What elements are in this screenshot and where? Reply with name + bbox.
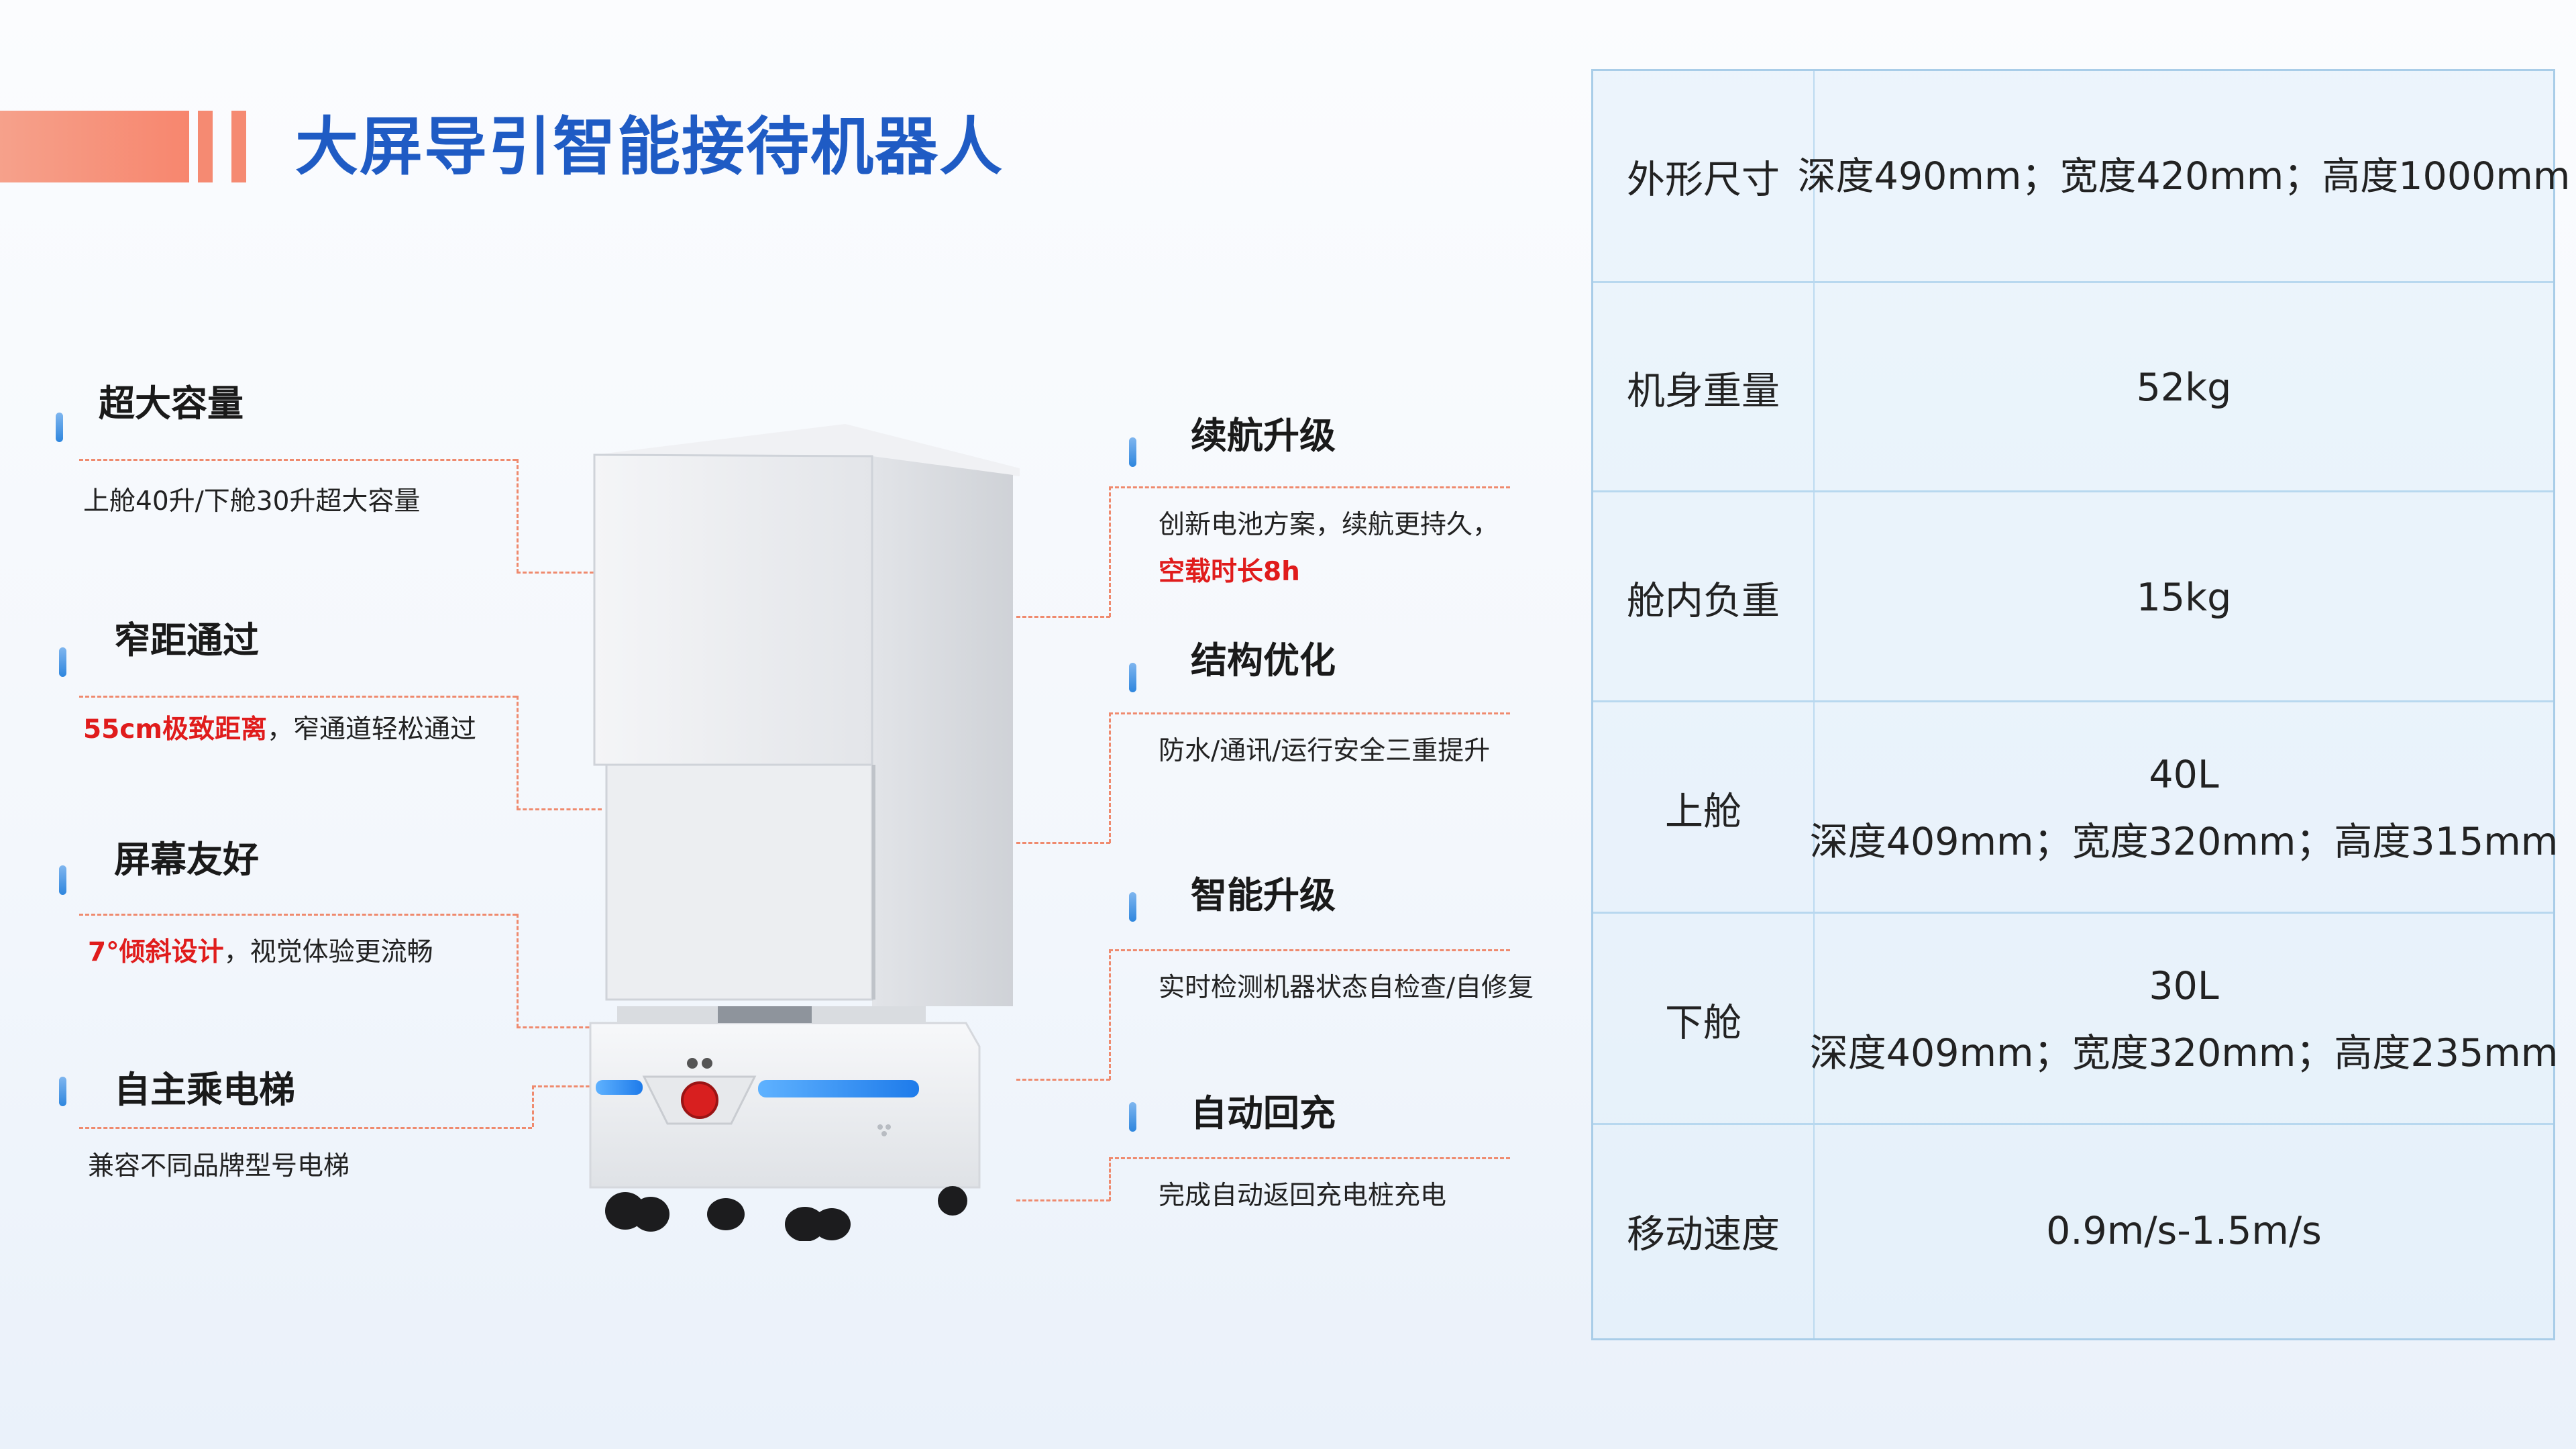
leader-line — [1109, 949, 1111, 1080]
leader-line — [532, 1085, 596, 1087]
feature-desc: 兼容不同品牌型号电梯 — [88, 1151, 350, 1181]
bullet-marker — [59, 865, 66, 895]
table-row: 上舱 40L 深度409mm；宽度320mm；高度315mm — [1593, 700, 2559, 914]
leader-line — [1109, 949, 1510, 951]
spec-value-main: 40L — [2149, 752, 2219, 797]
spec-value: 52kg — [2136, 366, 2232, 410]
leader-line — [79, 914, 517, 916]
robot-illustration — [589, 424, 1020, 1241]
header-accent-bar — [0, 111, 189, 182]
feature-title: 自主乘电梯 — [114, 1069, 295, 1111]
leader-line — [532, 1085, 534, 1127]
feature-desc: 7°倾斜设计，视觉体验更流畅 — [88, 937, 433, 968]
spec-value: 30L 深度409mm；宽度320mm；高度235mm — [1810, 914, 2559, 1125]
feature-highlight: 7°倾斜设计 — [88, 937, 224, 967]
leader-line — [1109, 712, 1111, 843]
spec-value: 深度490mm；宽度420mm；高度1000mm — [1797, 154, 2571, 199]
spec-label: 机身重量 — [1627, 369, 1780, 413]
bullet-marker — [59, 1077, 66, 1106]
bullet-marker — [1129, 663, 1136, 692]
leader-line — [1109, 1157, 1510, 1159]
spec-label: 舱内负重 — [1627, 578, 1780, 623]
leader-line — [1109, 486, 1510, 488]
leader-line — [517, 808, 602, 810]
table-row: 舱内负重 15kg — [1593, 490, 2553, 702]
feature-desc: 完成自动返回充电桩充电 — [1159, 1181, 1447, 1211]
feature-highlight: 空载时长8h — [1159, 557, 1300, 587]
leader-line — [517, 572, 594, 574]
spec-table: 外形尺寸 深度490mm；宽度420mm；高度1000mm 机身重量 52kg … — [1591, 69, 2571, 1340]
table-row: 机身重量 52kg — [1593, 281, 2553, 492]
table-row: 下舱 30L 深度409mm；宽度320mm；高度235mm — [1593, 912, 2559, 1125]
feature-title: 结构优化 — [1191, 639, 1336, 682]
leader-line — [1016, 1199, 1110, 1201]
spec-value-detail: 深度409mm；宽度320mm；高度235mm — [1809, 1030, 2559, 1075]
table-column-divider — [1813, 71, 1815, 1338]
bullet-marker — [56, 413, 63, 442]
feature-highlight: 55cm极致距离 — [83, 714, 268, 745]
feature-desc: 防水/通讯/运行安全三重提升 — [1159, 736, 1491, 766]
feature-title: 续航升级 — [1191, 415, 1336, 457]
spec-label: 下舱 — [1665, 1000, 1741, 1045]
feature-title: 窄距通过 — [114, 619, 259, 661]
feature-title: 超大容量 — [99, 382, 244, 425]
leader-line — [79, 696, 517, 698]
bullet-marker — [59, 647, 66, 677]
table-row: 外形尺寸 深度490mm；宽度420mm；高度1000mm — [1593, 71, 2571, 281]
header-accent-stripe — [198, 111, 213, 182]
feature-title: 自动回充 — [1191, 1092, 1336, 1134]
table-row: 移动速度 0.9m/s-1.5m/s — [1593, 1123, 2553, 1336]
spec-value-main: 30L — [2149, 963, 2219, 1008]
page-title: 大屏导引智能接待机器人 — [295, 111, 1004, 184]
feature-title: 屏幕友好 — [114, 839, 259, 881]
leader-line — [1109, 486, 1111, 617]
leader-line — [1109, 1157, 1111, 1201]
leader-line — [1016, 1079, 1110, 1081]
spec-label: 移动速度 — [1627, 1212, 1780, 1256]
feature-title: 智能升级 — [1191, 874, 1336, 916]
leader-line — [1016, 842, 1110, 844]
leader-line — [79, 459, 517, 461]
feature-desc: 实时检测机器状态自检查/自修复 — [1159, 973, 1534, 1003]
bullet-marker — [1129, 437, 1136, 467]
leader-line — [79, 1127, 532, 1129]
header-accent-stripe — [231, 111, 246, 182]
leader-line — [517, 459, 519, 573]
feature-desc: 上舱40升/下舱30升超大容量 — [83, 486, 421, 517]
bullet-marker — [1129, 892, 1136, 922]
feature-desc-rest: ，视觉体验更流畅 — [223, 937, 433, 967]
feature-desc: 创新电池方案，续航更持久， — [1159, 510, 1499, 540]
spec-label: 外形尺寸 — [1627, 157, 1780, 202]
spec-label: 上舱 — [1665, 789, 1741, 834]
leader-line — [517, 914, 519, 1028]
feature-desc-rest: ，窄通道轻松通过 — [267, 714, 477, 745]
spec-value: 0.9m/s-1.5m/s — [2046, 1208, 2322, 1253]
leader-line — [1109, 712, 1510, 714]
feature-desc: 55cm极致距离，窄通道轻松通过 — [83, 714, 476, 745]
spec-value: 15kg — [2136, 575, 2232, 620]
leader-line — [1016, 616, 1110, 618]
leader-line — [517, 696, 519, 810]
spec-value: 40L 深度409mm；宽度320mm；高度315mm — [1810, 702, 2559, 914]
spec-value-detail: 深度409mm；宽度320mm；高度315mm — [1809, 819, 2559, 864]
leader-line — [517, 1026, 602, 1028]
bullet-marker — [1129, 1102, 1136, 1132]
